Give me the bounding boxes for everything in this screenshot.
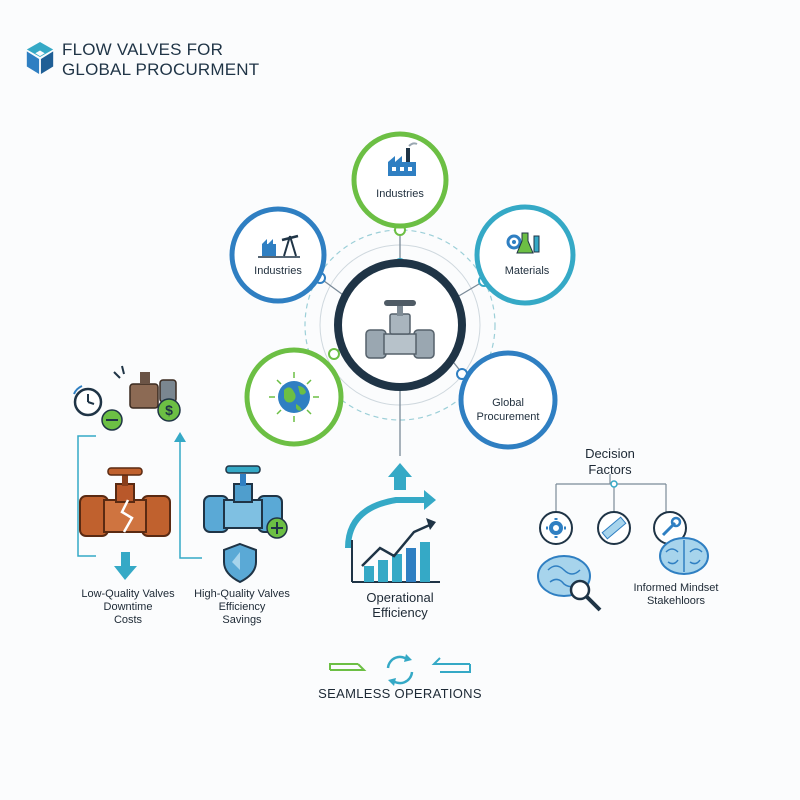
node-global-procurement[interactable] (458, 350, 558, 450)
bar-chart-icon (364, 542, 430, 582)
brain-icon (659, 537, 709, 575)
decision-factors-graphic (537, 474, 709, 612)
down-arrow-icon (114, 552, 137, 580)
decision-factors-line-2: Factors (588, 462, 632, 477)
title-line-1: FLOW VALVES FOR (62, 40, 224, 59)
node-label-materials: Materials (504, 265, 550, 277)
operational-efficiency-line-1: Operational (366, 590, 434, 605)
broken-valve-small-icon (113, 365, 177, 409)
gear-icon (539, 511, 573, 545)
center-node (334, 259, 466, 391)
dollar-icon: $ (157, 398, 181, 422)
global-procurement-line-2: Procurement (476, 411, 540, 423)
cube-logo-icon (26, 42, 54, 74)
seamless-operations-label: SEAMLESS OPERATIONS (318, 686, 482, 701)
chemicals-icon (506, 232, 540, 254)
global-procurement-line-1: Global (492, 397, 524, 409)
page-title: FLOW VALVES FOR GLOBAL PROCURMENT (62, 40, 259, 80)
decision-factors-line-1: Decision (585, 446, 635, 461)
high-quality-caption: High-Quality Valves Efficiency Savings (180, 588, 304, 627)
high-quality-line-1: High-Quality Valves (194, 588, 290, 600)
high-quality-line-2: Efficiency (218, 601, 266, 613)
node-label-industries-left: Industries (254, 265, 302, 277)
plus-icon (266, 517, 288, 539)
informed-mindset-caption: Informed Mindset Stakehloors (614, 582, 738, 608)
factory-icon (388, 142, 418, 176)
node-industries-top[interactable] (351, 131, 449, 229)
node-materials[interactable] (474, 204, 576, 306)
rusty-valve-icon (79, 467, 171, 537)
operational-efficiency-graphic (345, 463, 440, 583)
title-line-2: GLOBAL PROCURMENT (62, 60, 260, 79)
globe-icon (269, 372, 319, 422)
operational-efficiency-caption: Operational Efficiency (340, 590, 460, 620)
curved-arrow-icon (345, 497, 424, 549)
low-quality-line-2: Downtime (103, 601, 153, 613)
svg-text:$: $ (165, 402, 173, 418)
node-globe[interactable] (244, 347, 344, 447)
brain-magnifier-icon (537, 555, 602, 612)
node-industries-left[interactable] (229, 206, 327, 304)
node-label-industries-top: Industries (376, 188, 424, 200)
oil-refinery-icon (258, 234, 300, 258)
minus-icon (101, 409, 123, 431)
node-label-global-procurement: Global Procurement (458, 396, 558, 424)
clock-icon (73, 385, 103, 417)
wrench-icon (653, 511, 687, 545)
trend-line-icon (361, 522, 433, 567)
valve-icon (365, 300, 435, 359)
seamless-operations-graphic (329, 654, 471, 686)
up-arrow-icon (394, 476, 406, 490)
decision-factors-title: Decision Factors (560, 446, 660, 478)
operational-efficiency-line-2: Efficiency (372, 605, 428, 620)
low-quality-line-3: Costs (113, 614, 143, 626)
arrow-right-icon (329, 663, 367, 671)
low-quality-caption: Low-Quality Valves Downtime Costs (66, 588, 190, 627)
valve-comparison-graphic: $ (73, 365, 288, 584)
ruler-icon (597, 511, 631, 545)
informed-mindset-line-1: Informed Mindset (633, 582, 719, 594)
arrow-left-icon (431, 657, 471, 673)
cycle-icon (386, 654, 414, 686)
high-quality-line-3: Savings (222, 614, 262, 626)
low-quality-line-1: Low-Quality Valves (81, 588, 175, 600)
informed-mindset-line-2: Stakehloors (646, 595, 706, 607)
shield-icon (223, 542, 257, 584)
